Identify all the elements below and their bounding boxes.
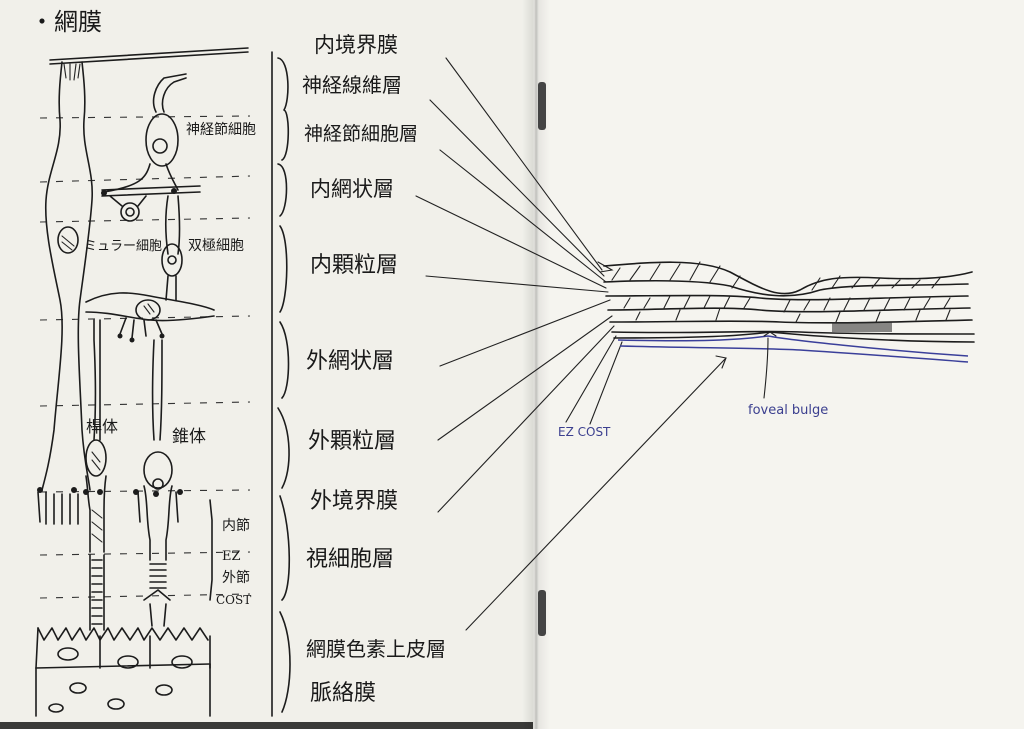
cost-label: COST bbox=[216, 593, 251, 607]
ez-label: EZ bbox=[222, 549, 241, 564]
inner-segment-label: 内節 bbox=[222, 517, 250, 534]
layer-label: 外境界膜 bbox=[310, 489, 398, 514]
pointer-arrows bbox=[415, 57, 727, 631]
binding-stitch bbox=[538, 590, 546, 636]
retina-cell-drawing bbox=[35, 47, 251, 717]
foveal-bulge-label: foveal bulge bbox=[748, 403, 828, 418]
muller-cell-label: ミュラー細胞 bbox=[84, 239, 162, 254]
layer-label: 内顆粒層 bbox=[310, 253, 398, 278]
left-page bbox=[0, 0, 533, 722]
bipolar-cell-label: 双極細胞 bbox=[188, 238, 244, 254]
rod-label: 桿体 bbox=[86, 417, 118, 436]
cone-label: 錐体 bbox=[172, 427, 206, 447]
outer-segment-label: 外節 bbox=[222, 569, 250, 586]
layer-label: 脈絡膜 bbox=[310, 681, 376, 706]
ez-cost-label: EZ COST bbox=[558, 425, 611, 439]
layer-label: 外網状層 bbox=[306, 349, 394, 374]
layer-label: 内境界膜 bbox=[314, 33, 398, 57]
oct-cross-section bbox=[603, 261, 975, 399]
page-title: ・網膜 bbox=[30, 8, 102, 36]
ganglion-cell-label: 神経節細胞 bbox=[186, 121, 256, 138]
binding-stitch bbox=[538, 82, 546, 130]
layer-label: 網膜色素上皮層 bbox=[306, 637, 446, 661]
layer-label: 神経節細胞層 bbox=[304, 123, 418, 145]
layer-label: 内網状層 bbox=[310, 177, 394, 201]
right-page bbox=[533, 0, 1024, 729]
layer-label: 視細胞層 bbox=[306, 547, 394, 572]
layer-label: 外顆粒層 bbox=[308, 429, 396, 454]
layer-braces bbox=[271, 51, 291, 717]
layer-label: 神経線維層 bbox=[302, 73, 402, 97]
